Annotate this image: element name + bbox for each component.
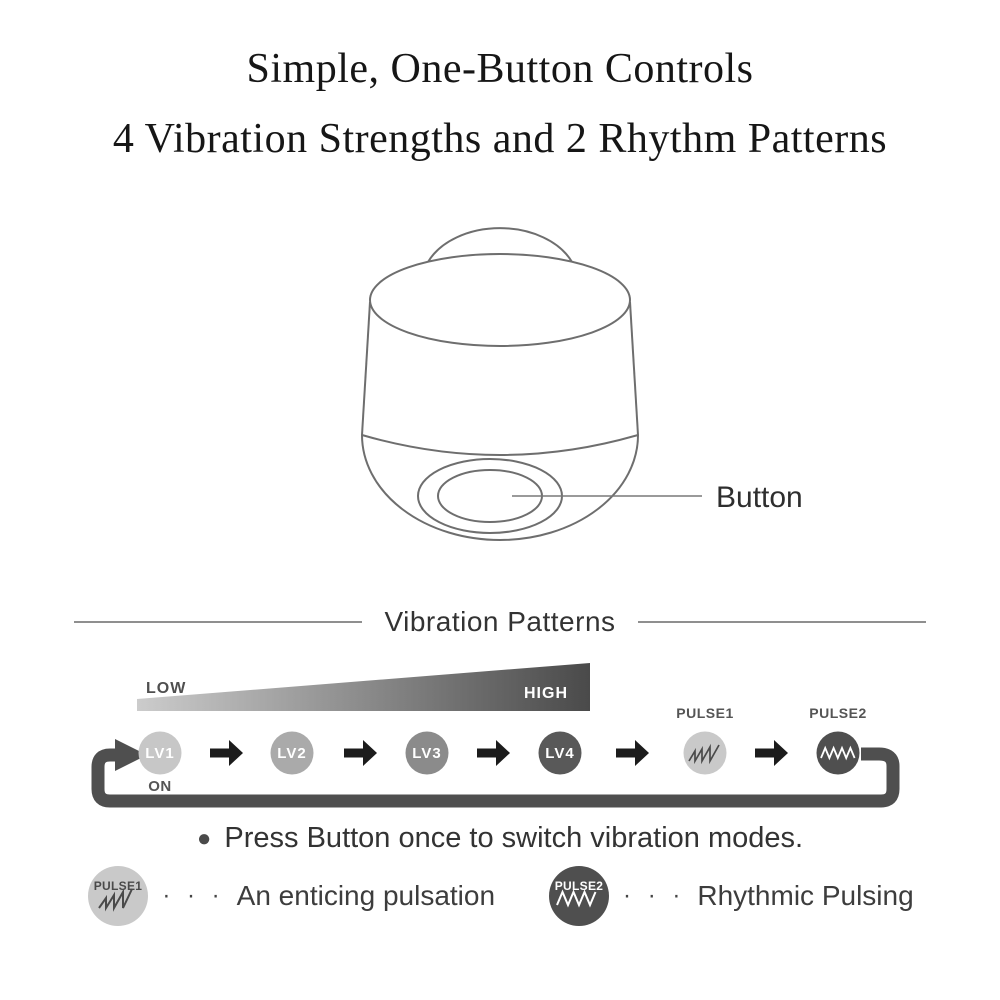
pulse2-label: PULSE2	[809, 705, 866, 721]
pulse1-wave-icon	[98, 888, 134, 912]
low-label: LOW	[146, 680, 186, 697]
svg-text:PULSE1: PULSE1	[94, 879, 143, 893]
legend-item-pulse2: PULSE2 · · · Rhythmic Pulsing	[547, 864, 914, 928]
vibration-flow-diagram: LOW HIGH LV1 LV2 LV3 LV4 PULSE1	[91, 663, 900, 808]
pulse2-legend-icon: PULSE2	[549, 866, 610, 926]
instruction-text: Press Button once to switch vibration mo…	[224, 822, 804, 854]
level-3-circle	[405, 731, 449, 775]
pulse2-circle	[816, 731, 860, 775]
legend-item-pulse1: PULSE1 · · · An enticing pulsation	[86, 864, 495, 928]
high-label: HIGH	[524, 685, 568, 702]
title-line-2: 4 Vibration Strengths and 2 Rhythm Patte…	[112, 116, 888, 162]
arrow-icon	[755, 740, 788, 766]
level-3-label: LV3	[412, 745, 441, 762]
level-2-circle	[270, 731, 314, 775]
arrow-icon	[210, 740, 243, 766]
instruction-line: ● Press Button once to switch vibration …	[0, 822, 1000, 855]
pulse2-wave-icon	[556, 889, 597, 908]
pulse1-circle	[683, 731, 727, 775]
page-title: Simple, One-Button Controls 4 Vibration …	[0, 34, 1000, 174]
on-label: ON	[148, 778, 172, 795]
level-1-label: LV1	[145, 745, 174, 762]
device-side-right	[629, 301, 639, 436]
patterns-heading: Vibration Patterns	[384, 606, 616, 637]
pulse2-description: Rhythmic Pulsing	[697, 880, 914, 911]
bullet-icon: ●	[196, 824, 212, 852]
level-1-circle	[138, 731, 182, 775]
pulse1-description: An enticing pulsation	[236, 880, 496, 911]
patterns-header: Vibration Patterns	[0, 606, 1000, 638]
pulse1-legend-icon: PULSE1	[88, 866, 149, 926]
arrow-icon	[344, 740, 377, 766]
device-top-rim	[369, 253, 631, 347]
level-4-label: LV4	[545, 745, 574, 762]
device-front-seam	[361, 434, 639, 456]
level-2-label: LV2	[277, 745, 306, 762]
header-rule-left	[74, 621, 363, 623]
device-side-left	[361, 301, 371, 436]
intensity-wedge	[137, 663, 590, 711]
pulse1-label: PULSE1	[676, 705, 733, 721]
device-dome	[427, 227, 573, 263]
loop-arrow	[91, 747, 900, 808]
legend-dots: · · ·	[623, 882, 686, 909]
svg-text:PULSE2: PULSE2	[555, 879, 604, 893]
header-rule-right	[637, 621, 926, 623]
level-4-circle	[538, 731, 582, 775]
button-label: Button	[716, 481, 803, 514]
device-bottom-face	[361, 434, 639, 541]
device-illustration: Button	[361, 227, 803, 541]
legend-dots: · · ·	[162, 882, 225, 909]
arrow-icon	[616, 740, 649, 766]
loop-arrowhead-icon	[115, 739, 147, 771]
arrow-icon	[477, 740, 510, 766]
pulse1-wave-icon	[688, 743, 720, 765]
pulse2-wave-icon	[820, 745, 856, 761]
pulse-legend: PULSE1 · · · An enticing pulsation PULSE…	[0, 864, 1000, 928]
title-line-1: Simple, One-Button Controls	[246, 46, 754, 92]
